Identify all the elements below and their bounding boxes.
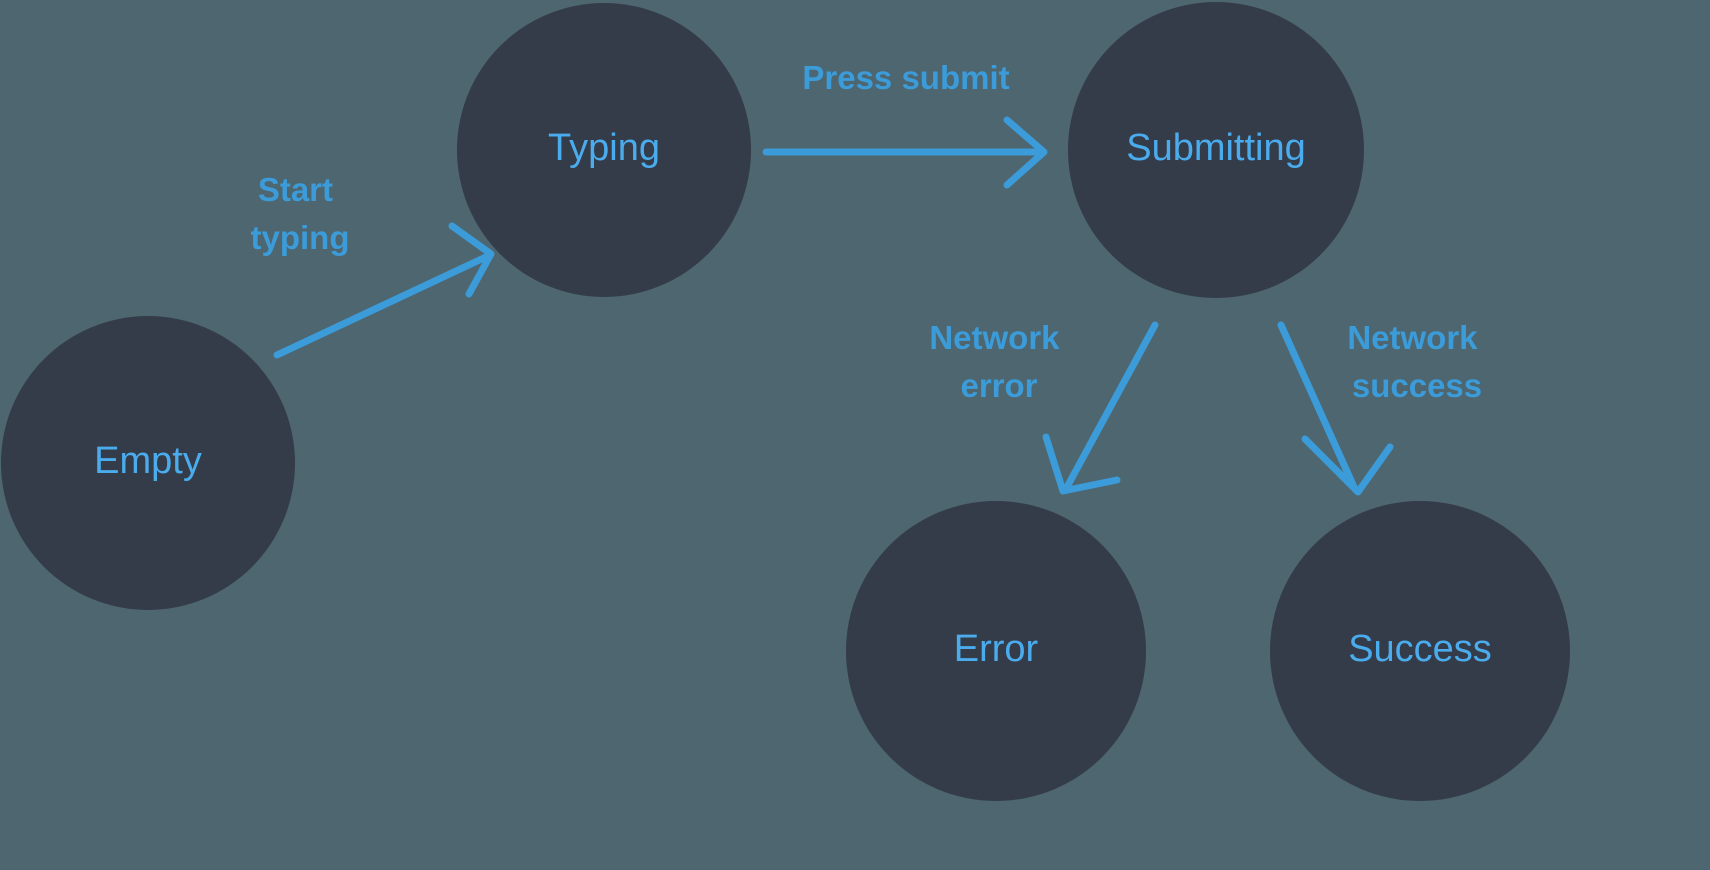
edge-label-line: typing — [251, 219, 350, 256]
node-label: Empty — [94, 440, 202, 482]
node-label: Success — [1348, 628, 1492, 670]
edge-label-line: Start — [258, 171, 333, 208]
state-node-submitting[interactable]: Submitting — [1068, 2, 1364, 298]
arrowhead-icon — [448, 222, 495, 298]
edge-line — [1277, 321, 1358, 491]
node-shape — [1068, 2, 1364, 298]
arrowhead-icon — [1003, 116, 1048, 189]
edge-typing-to-submitting[interactable]: Press submit — [762, 59, 1048, 189]
node-label: Error — [954, 628, 1039, 670]
state-node-error[interactable]: Error — [846, 501, 1146, 801]
state-node-empty[interactable]: Empty — [1, 316, 295, 610]
node-label: Typing — [548, 127, 660, 169]
edge-label-line: Press submit — [802, 59, 1009, 96]
arrowhead-icon — [1301, 435, 1394, 496]
edge-label-press-submit: Press submit — [802, 59, 1009, 96]
edge-label-network-success: Network success — [1347, 319, 1486, 404]
node-shape — [846, 501, 1146, 801]
edge-label-line: Network — [929, 319, 1060, 356]
arrowhead-icon — [1042, 433, 1121, 495]
edge-submitting-to-error[interactable]: Network error — [929, 319, 1159, 495]
edge-empty-to-typing[interactable]: Start typing — [251, 171, 495, 359]
node-shape — [1, 316, 295, 610]
edge-submitting-to-success[interactable]: Network success — [1277, 319, 1487, 496]
state-node-success[interactable]: Success — [1270, 501, 1570, 801]
edge-label-line: success — [1352, 367, 1482, 404]
edge-label-line: Network — [1347, 319, 1478, 356]
node-shape — [457, 3, 751, 297]
node-shape — [1270, 501, 1570, 801]
edge-line — [273, 252, 492, 359]
edge-line — [1063, 321, 1159, 491]
edge-label-start-typing: Start typing — [251, 171, 350, 256]
edge-label-network-error: Network error — [929, 319, 1068, 404]
state-node-typing[interactable]: Typing — [457, 3, 751, 297]
node-label: Submitting — [1126, 127, 1306, 169]
edge-label-line: error — [960, 367, 1037, 404]
